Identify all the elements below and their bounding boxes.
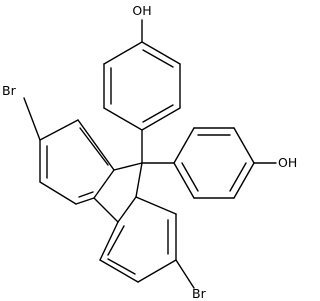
br-bottom-label: Br	[192, 286, 207, 301]
bond	[103, 41, 143, 65]
double-bond	[107, 225, 125, 256]
top-phenol-ring	[103, 41, 181, 131]
structure-canvas: OH OH Br Br	[2, 3, 298, 301]
bond	[75, 197, 95, 205]
bond	[141, 107, 181, 131]
bond	[233, 162, 255, 199]
bond	[137, 259, 177, 283]
bond	[39, 119, 79, 141]
oh-top-label: OH	[132, 3, 151, 18]
right-phenol-ring	[173, 127, 255, 199]
bond	[141, 41, 181, 65]
double-bond	[181, 162, 199, 192]
bond	[99, 259, 139, 283]
double-bond	[78, 191, 94, 198]
bond	[233, 127, 255, 164]
bond	[99, 221, 119, 261]
bond	[103, 107, 143, 131]
bond	[39, 181, 77, 205]
bond-ring-to-br-bottom	[175, 259, 195, 289]
double-bond	[107, 258, 136, 275]
bond	[117, 196, 137, 223]
bond-c9-to-c8a	[135, 162, 143, 198]
bond-c9-to-c9a	[113, 162, 143, 171]
bond	[173, 127, 195, 164]
br-left-label: Br	[2, 83, 17, 98]
bond-ring-to-br-left	[23, 97, 41, 141]
double-bond	[229, 162, 247, 192]
bond	[77, 119, 115, 171]
bond-biaryl	[93, 197, 119, 223]
oh-right-label: OH	[278, 155, 297, 170]
double-bond	[142, 104, 174, 123]
double-bond	[79, 127, 109, 166]
bond	[135, 196, 177, 215]
fluorene-left-ring	[39, 119, 115, 205]
double-bond	[142, 49, 174, 68]
molecule-structure: OH OH Br Br	[2, 3, 297, 301]
bond	[93, 169, 115, 199]
fluorene-bottom-ring	[99, 196, 177, 283]
bond	[173, 162, 195, 199]
